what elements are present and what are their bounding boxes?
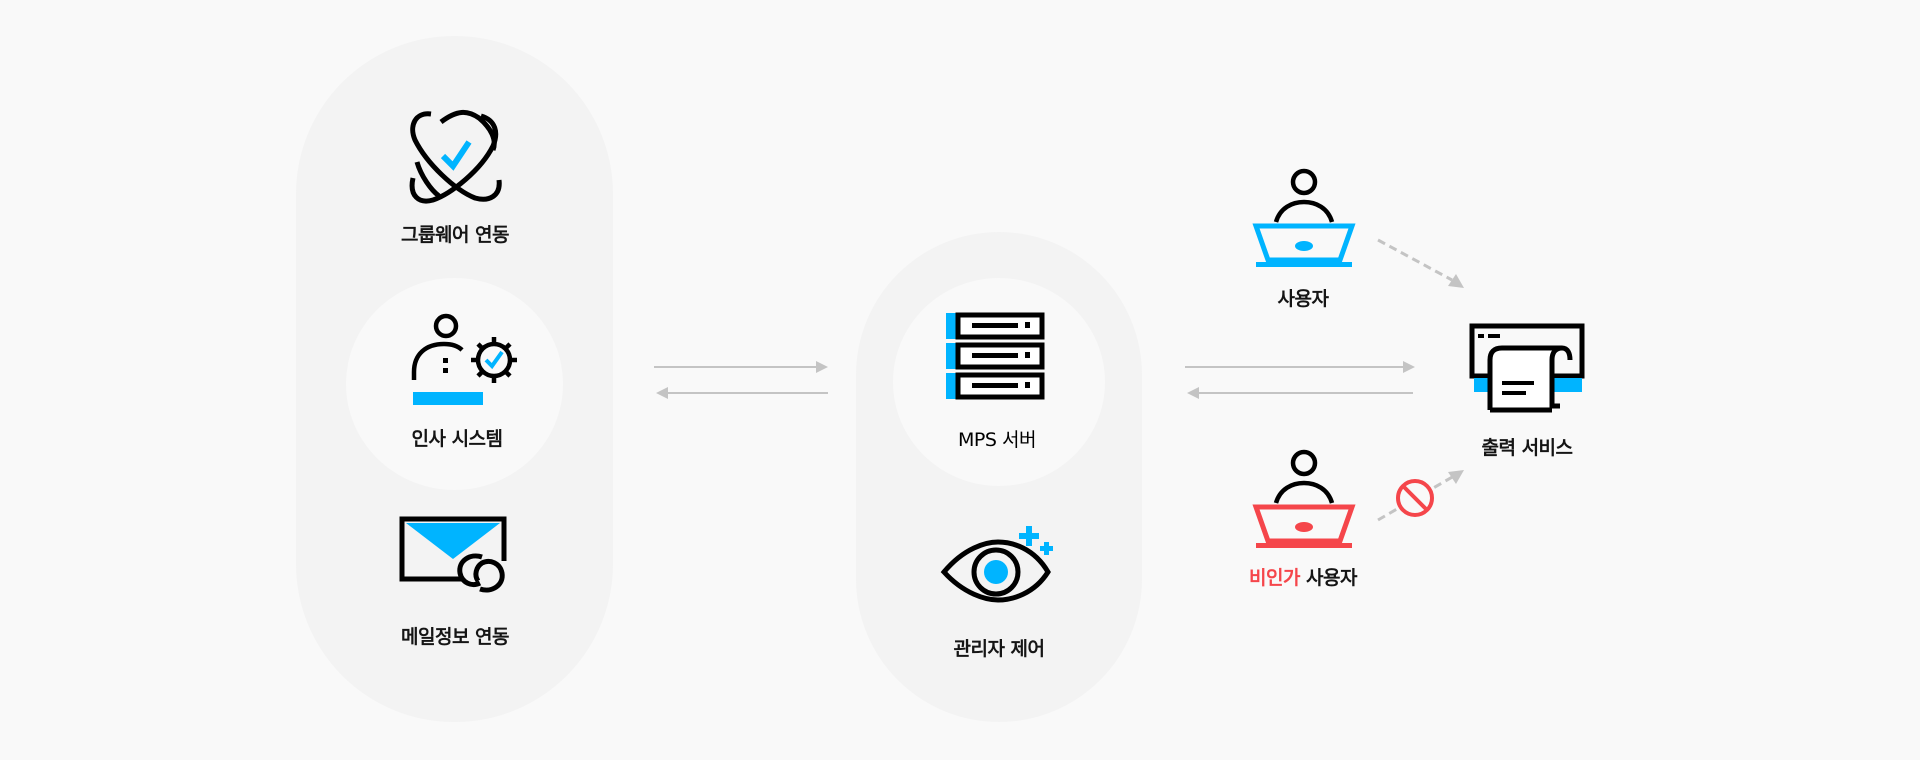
user-laptop-icon xyxy=(1252,166,1356,268)
prohibited-icon xyxy=(1395,478,1435,518)
eye-sparkle-icon xyxy=(940,522,1060,603)
mps-server-label: MPS 서버 xyxy=(958,429,1036,451)
bidirectional-arrow-center-right xyxy=(1185,358,1417,402)
unauthorized-highlight: 비인가 xyxy=(1248,567,1300,589)
hr-system-highlight-circle xyxy=(346,278,563,490)
unauthorized-user-laptop-icon xyxy=(1252,447,1356,549)
mail-info-label: 메일정보 연동 xyxy=(401,626,510,648)
allowed-dashed-arrow xyxy=(1376,236,1468,290)
bidirectional-arrow-left-center xyxy=(654,358,830,402)
unauthorized-rest: 사용자 xyxy=(1299,567,1358,589)
groupware-orbit-check-icon xyxy=(405,106,505,206)
printer-icon xyxy=(1469,323,1585,414)
unauthorized-user-label: 비인가 사용자 xyxy=(1248,563,1358,590)
print-service-label: 출력 서비스 xyxy=(1481,437,1573,459)
person-gear-check-icon xyxy=(410,312,525,408)
server-rack-icon xyxy=(946,311,1046,400)
user-label: 사용자 xyxy=(1277,288,1329,310)
groupware-label: 그룹웨어 연동 xyxy=(401,224,510,246)
admin-control-label: 관리자 제어 xyxy=(953,638,1045,660)
mail-link-icon xyxy=(399,516,516,601)
hr-system-label: 인사 시스템 xyxy=(411,428,503,450)
